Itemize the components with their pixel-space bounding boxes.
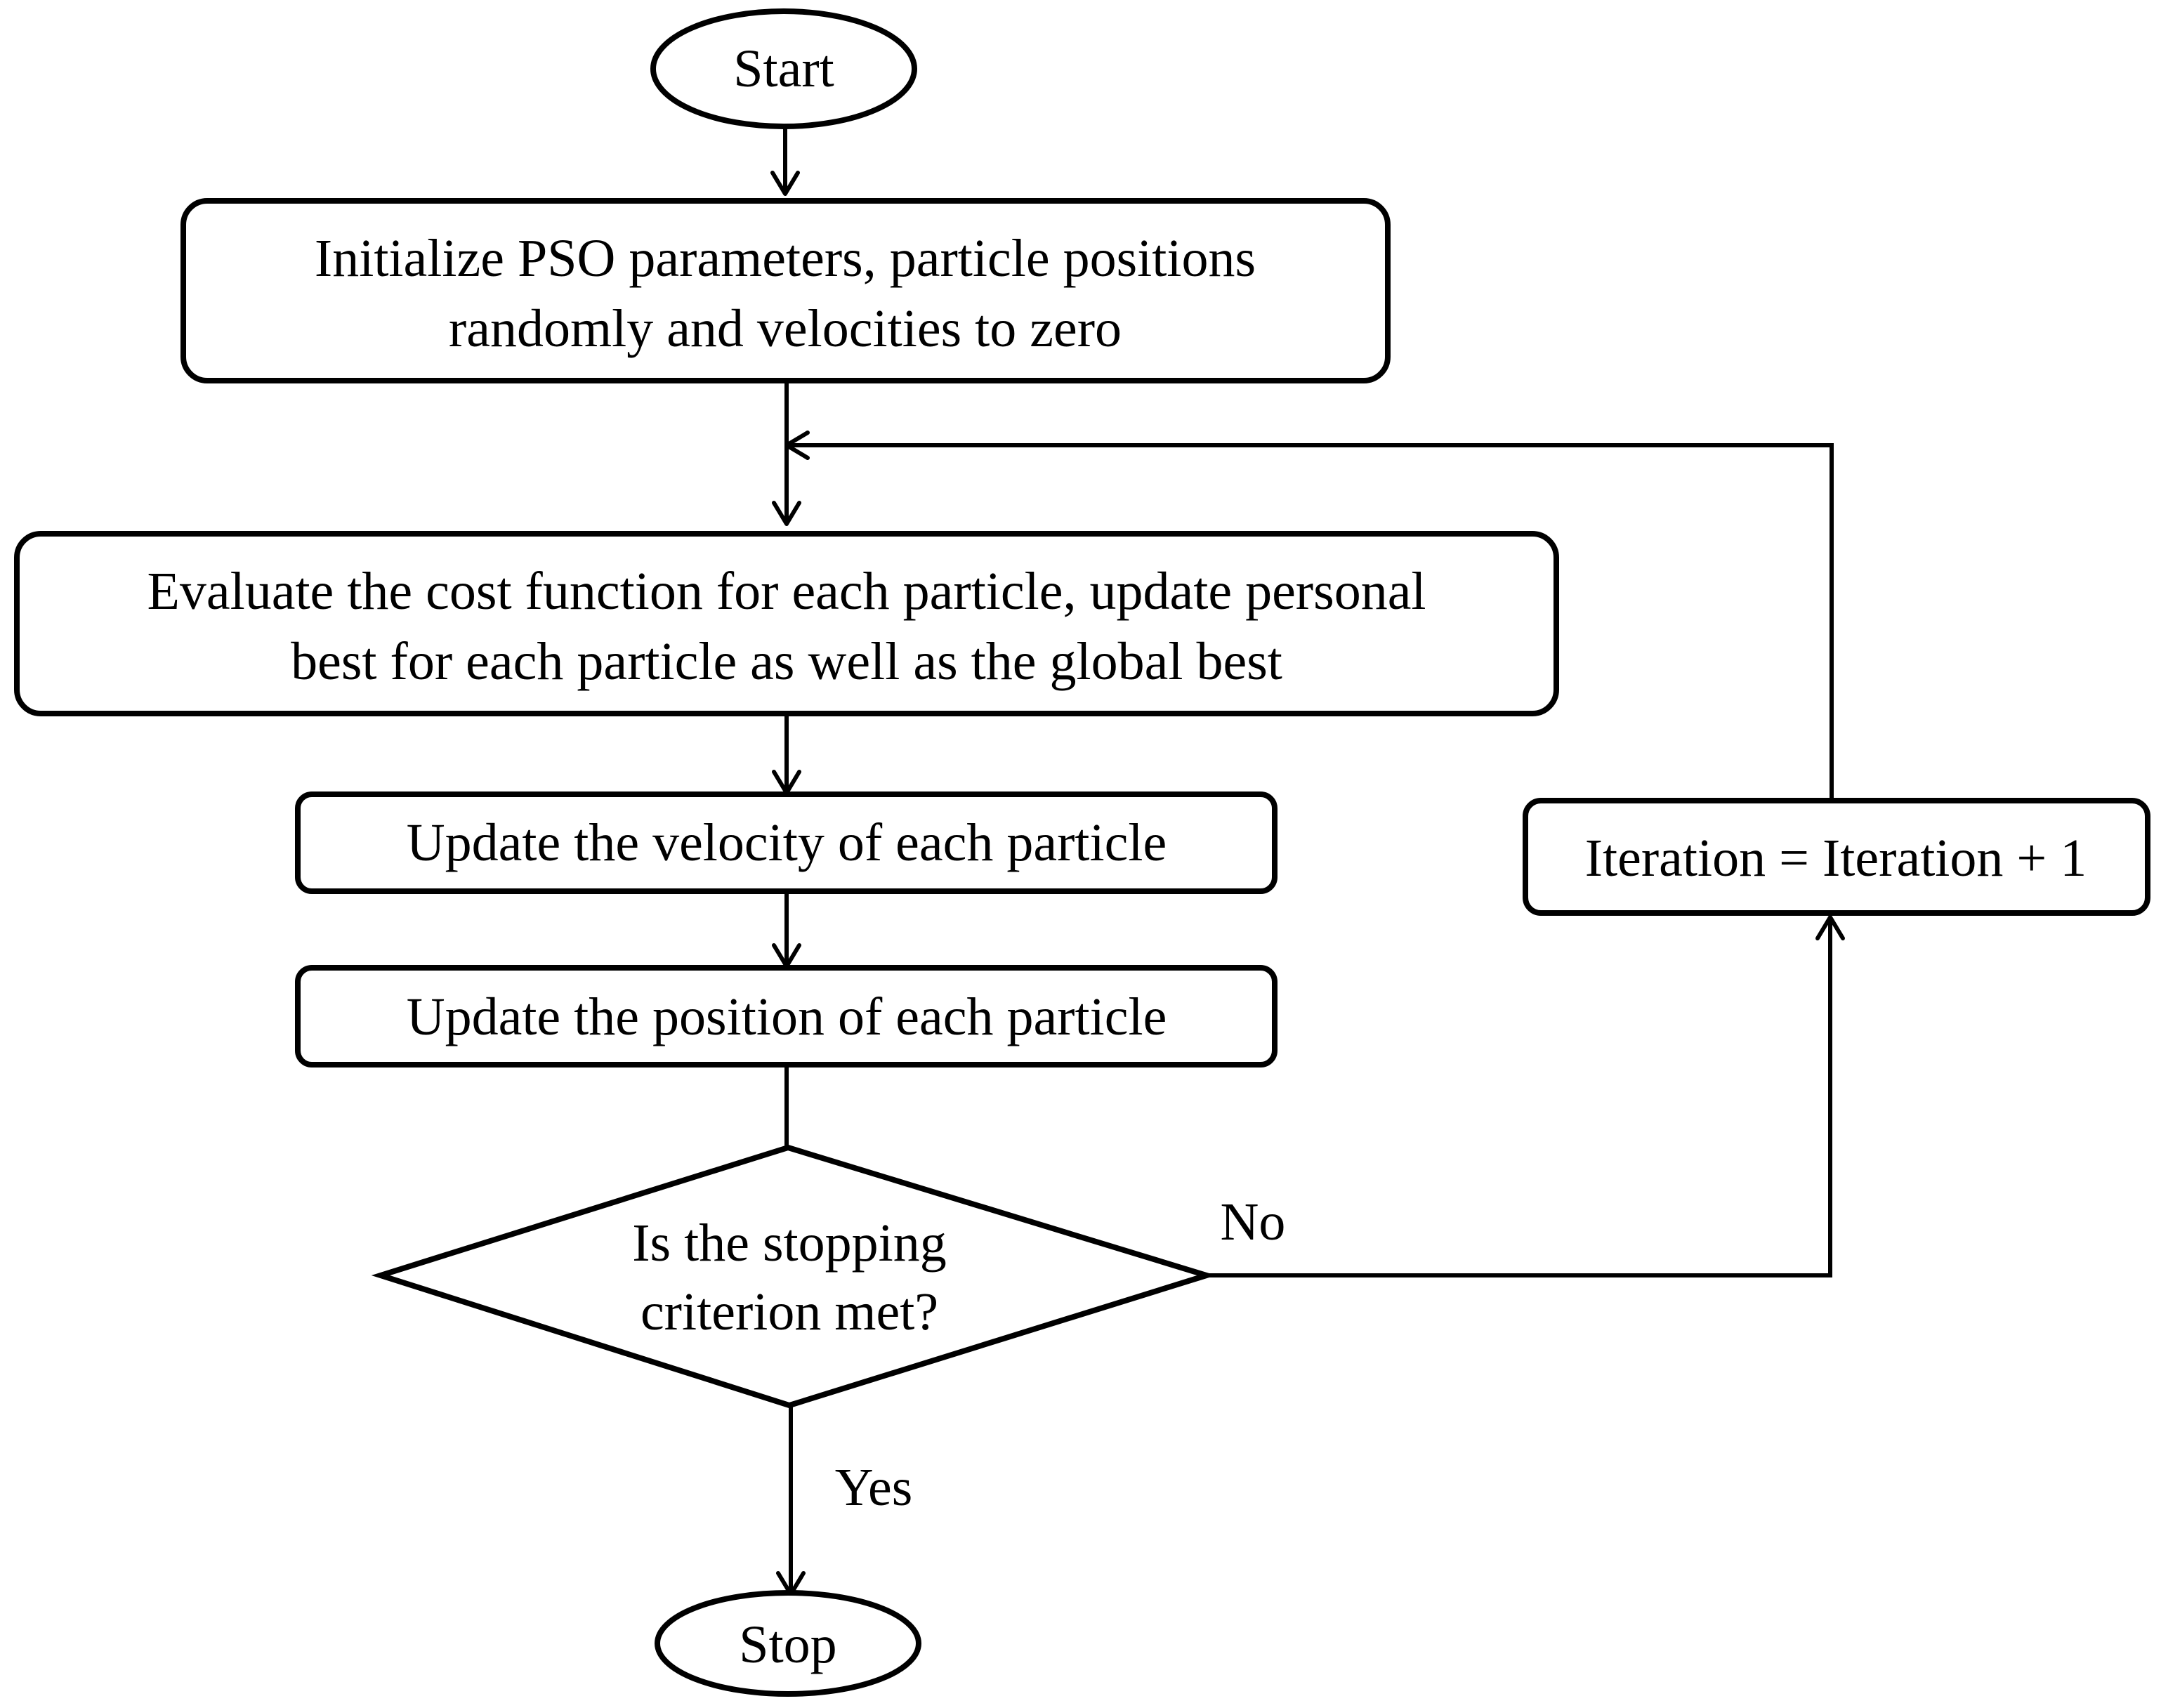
iteration-label: Iteration = Iteration + 1: [1585, 829, 2087, 888]
initialize-box: [180, 198, 1391, 383]
stop-terminal: [655, 1590, 921, 1697]
arrowhead-loop: [784, 431, 810, 460]
update-velocity-node: Update the velocity of each particle: [295, 791, 1277, 894]
update-position-label: Update the position of each particle: [407, 987, 1167, 1046]
evaluate-node: Evaluate the cost function for each part…: [14, 531, 1559, 716]
arrowhead-initialize: [770, 171, 800, 196]
iteration-box: [1523, 798, 2150, 916]
initialize-node: Initialize PSO parameters, particle posi…: [180, 198, 1391, 383]
initialize-label-line2: randomly and velocities to zero: [449, 299, 1122, 358]
initialize-label-line1: Initialize PSO parameters, particle posi…: [315, 229, 1256, 288]
update-position-box: [295, 965, 1277, 1068]
stop-label: Stop: [739, 1615, 836, 1674]
decision-node: Is the stopping criterion met?: [371, 1144, 1216, 1409]
decision-label-line1: Is the stopping: [632, 1214, 947, 1273]
update-velocity-box: [295, 791, 1277, 894]
evaluate-label-line1: Evaluate the cost function for each part…: [147, 562, 1426, 621]
no-edge-label: No: [1221, 1193, 1286, 1252]
update-velocity-label: Update the velocity of each particle: [407, 813, 1167, 872]
decision-label-line2: criterion met?: [641, 1282, 938, 1341]
iteration-node: Iteration = Iteration + 1: [1523, 798, 2150, 916]
stop-node: Stop: [655, 1590, 921, 1697]
connectors: [770, 125, 1845, 1596]
arrowhead-iteration: [1815, 915, 1845, 940]
start-node: Start: [650, 8, 917, 129]
start-label: Start: [733, 39, 834, 98]
update-position-node: Update the position of each particle: [295, 965, 1277, 1068]
decision-diamond: [371, 1144, 1216, 1409]
arrowhead-evaluate: [772, 501, 801, 526]
evaluate-label-line2: best for each particle as well as the gl…: [291, 632, 1282, 691]
yes-edge-label: Yes: [835, 1458, 913, 1517]
connector-iteration-loop: [787, 443, 1834, 800]
evaluate-box: [14, 531, 1559, 716]
start-terminal: [650, 8, 917, 129]
connector-decision-iteration: [1203, 918, 1832, 1277]
